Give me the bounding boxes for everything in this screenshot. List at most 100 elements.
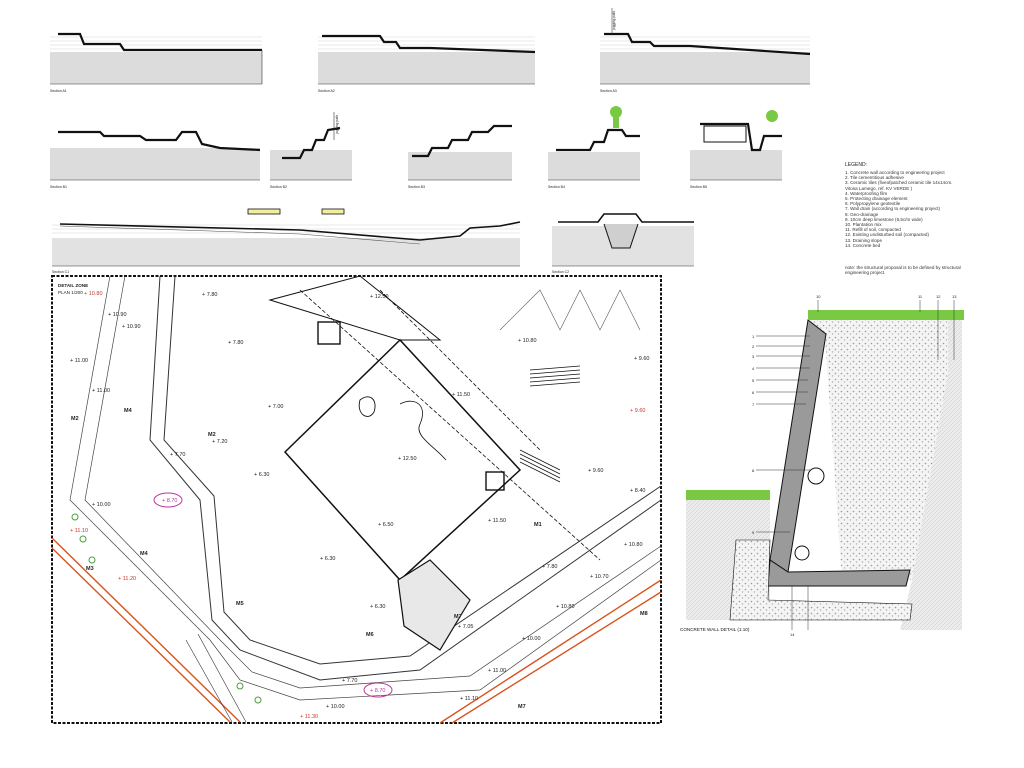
elevation-label: + 11.20 xyxy=(118,576,136,582)
elevation-label: + 11.10 xyxy=(460,696,478,702)
section-label: Section A3 xyxy=(600,89,617,93)
elevation-label: + 7.20 xyxy=(212,439,227,445)
elevation-label: + 7.80 xyxy=(228,340,243,346)
elevation-label: + 9.60 xyxy=(634,356,649,362)
legend-item: 3. Ceramic tiles (fiveofpatched ceramic … xyxy=(845,180,953,186)
elevation-label: + 7.00 xyxy=(268,404,283,410)
section-b4: Section B4 xyxy=(548,106,640,189)
plan-title: DETAIL ZONE xyxy=(58,283,88,288)
legend-item: 1. Concrete wall according to engineerin… xyxy=(845,170,945,175)
section-b5: Section B5 xyxy=(690,110,782,189)
elevation-label: + 10.80 xyxy=(556,604,575,610)
section-a1: Section A1 xyxy=(50,32,263,93)
elevation-label: + 6.30 xyxy=(370,604,385,610)
detail-number: 14 xyxy=(790,632,795,637)
elevation-label: + 8.40 xyxy=(630,488,645,494)
elevation-label: + 9.60 xyxy=(588,468,603,474)
section-label: Section C1 xyxy=(52,270,69,274)
elevation-label: + 11.30 xyxy=(300,714,318,720)
legend-item: 9. 10cm deep limestone (6,5c/m wide) xyxy=(845,216,923,222)
section-label: Section B3 xyxy=(408,185,425,189)
elevation-label: + 11.00 xyxy=(488,668,506,674)
elevation-label: + 10.70 xyxy=(590,574,609,580)
jogging-path-label: jogging path xyxy=(335,115,339,135)
section-label: Section B4 xyxy=(548,185,565,189)
section-c1-long: Section C1 xyxy=(52,208,521,274)
elevation-label: + 10.00 xyxy=(522,636,541,642)
detail-number: 2 xyxy=(752,344,755,349)
section-mark: M6 xyxy=(366,632,374,638)
section-mark: M2 xyxy=(71,416,79,422)
elevation-label: + 9.60 xyxy=(630,408,645,414)
section-a2: Section A2 xyxy=(318,34,536,93)
section-b3: Section B3 xyxy=(408,124,512,189)
section-mark: M7 xyxy=(518,704,526,710)
section-mark: M2 xyxy=(208,432,216,438)
elevation-label: + 7.80 xyxy=(202,292,217,298)
concrete-wall-detail: 1 2 3 4 5 6 7 8 9 10 11 12 13 14 xyxy=(686,294,964,637)
legend-item: 2. Tile cementitious adhesive xyxy=(845,175,904,181)
legend-item: 11. Refill of soil, compacted xyxy=(845,227,901,233)
section-mark: M3 xyxy=(86,566,94,572)
elevation-label: + 6.30 xyxy=(320,556,335,562)
elevation-label: + 10.80 xyxy=(624,542,643,548)
elevation-label: + 10.00 xyxy=(92,502,111,508)
elevation-label: + 7.70 xyxy=(170,452,185,458)
section-label: Section B5 xyxy=(690,185,707,189)
section-label: Section B1 xyxy=(50,185,67,189)
detail-number: 8 xyxy=(752,468,755,473)
detail-number: 12 xyxy=(936,294,941,299)
elevation-label: + 10.00 xyxy=(326,704,345,710)
legend-item: Vitosa Lamego, ref. KV VERDE ) xyxy=(845,185,913,191)
detail-number: 5 xyxy=(752,378,755,383)
section-a3: jogging path Section A3 xyxy=(600,8,811,93)
elevation-label: + 7.05 xyxy=(458,624,473,630)
section-b1: Section B1 xyxy=(50,130,261,189)
section-mark: M4 xyxy=(140,551,149,557)
section-label: Section B2 xyxy=(270,185,287,189)
elevation-label: + 7.80 xyxy=(542,564,557,570)
section-mark: M1 xyxy=(534,522,542,528)
elevation-label: + 12.50 xyxy=(370,294,389,300)
legend-item: 14. Concrete bed xyxy=(845,242,881,248)
legend-item: 5. Protecting drainage element xyxy=(845,196,908,202)
legend-title: LEGEND: xyxy=(845,162,867,168)
elevation-label: + 6.50 xyxy=(378,522,393,528)
plan-subtitle: PLAN 1/200 xyxy=(58,290,83,295)
elevation-label: + 8.70 xyxy=(162,498,177,504)
section-label: Section A1 xyxy=(50,89,67,93)
legend-item: 6. Polypropylene geotextile xyxy=(845,201,901,207)
section-b2: jogging path Section B2 xyxy=(270,112,352,189)
jogging-path-label: jogging path xyxy=(612,11,616,31)
elevation-label: + 11.50 xyxy=(488,518,506,524)
wall-detail-caption: CONCRETE WALL DETAIL (1:10) xyxy=(680,627,750,632)
legend-list: 1. Concrete wall according to engineerin… xyxy=(845,170,995,248)
detail-number: 1 xyxy=(752,334,755,339)
section-mark: M7 xyxy=(454,614,462,620)
detail-number: 3 xyxy=(752,354,755,359)
legend-item: 10. Plantation mix xyxy=(845,222,882,228)
section-mark: M4 xyxy=(124,408,133,414)
detail-number: 11 xyxy=(918,294,923,299)
elevation-label: + 11.10 xyxy=(70,528,88,534)
elevation-label: + 10.90 xyxy=(122,324,141,330)
legend-note: note: the structural proposal is to be d… xyxy=(845,265,961,276)
legend-item: 8. Geo-drainage xyxy=(845,211,879,217)
detail-number: 13 xyxy=(952,294,957,299)
legend-item: 7. Wall drain (according to engineering … xyxy=(845,206,941,212)
detail-zone-plan: DETAIL ZONE PLAN 1/200 + 10.80 + 10.90 +… xyxy=(51,275,662,724)
elevation-label: + 11.00 xyxy=(92,388,110,394)
section-mark: M5 xyxy=(236,601,244,607)
elevation-label: + 10.90 xyxy=(108,312,127,318)
detail-number: 4 xyxy=(752,366,755,371)
elevation-label: + 8.70 xyxy=(370,688,385,694)
elevation-label: + 11.50 xyxy=(452,392,470,398)
detail-number: 10 xyxy=(816,294,821,299)
section-c2: Section C2 xyxy=(552,213,694,274)
section-label: Section A2 xyxy=(318,89,335,93)
elevation-label: + 12.50 xyxy=(398,456,417,462)
elevation-label: + 6.30 xyxy=(254,472,269,478)
elevation-label: + 10.80 xyxy=(84,291,103,297)
elevation-label: + 11.00 xyxy=(70,358,88,364)
